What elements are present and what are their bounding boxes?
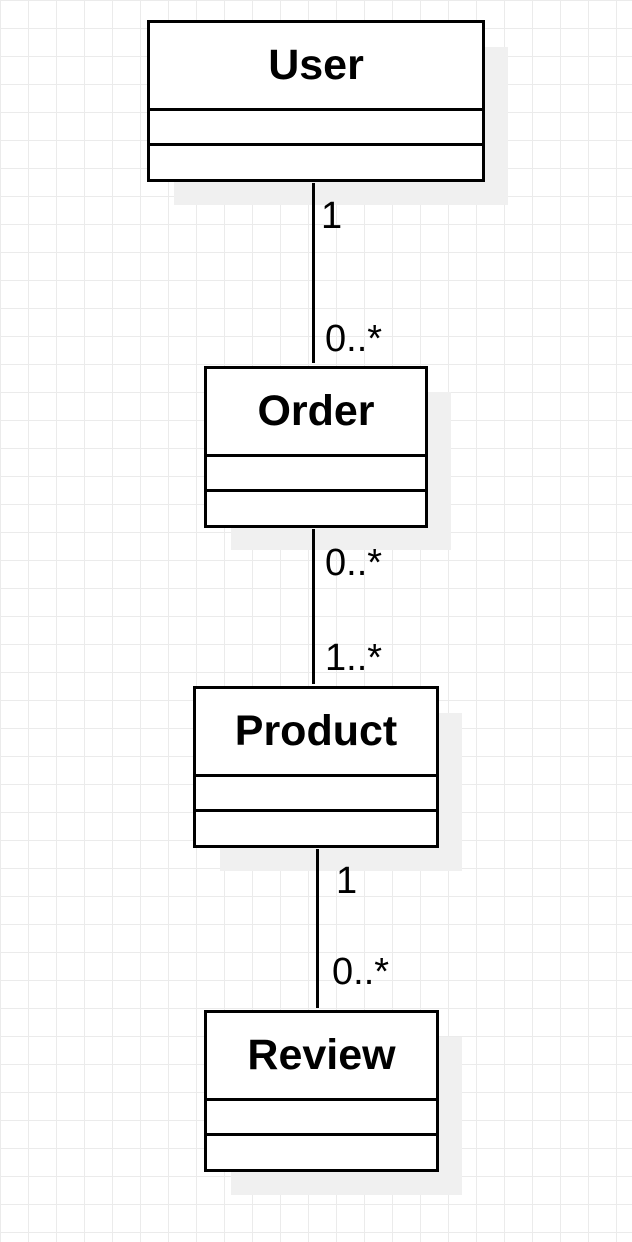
order-class[interactable]: Order (204, 366, 428, 528)
order-attributes-section[interactable] (207, 457, 425, 492)
product-attributes-section[interactable] (196, 777, 436, 812)
product-methods-section[interactable] (196, 812, 436, 845)
user-attributes-section[interactable] (150, 111, 482, 146)
product-class-name: Product (196, 689, 436, 777)
product-review-product-multiplicity: 1 (336, 860, 358, 902)
order-methods-section[interactable] (207, 492, 425, 525)
association-line-order-product[interactable] (312, 529, 315, 684)
user-order-user-multiplicity: 1 (321, 195, 343, 237)
order-class-name: Order (207, 369, 425, 457)
order-product-order-multiplicity: 0..* (325, 542, 383, 584)
association-line-user-order[interactable] (312, 183, 315, 363)
user-class[interactable]: User (147, 20, 485, 182)
review-attributes-section[interactable] (207, 1101, 436, 1136)
user-class-name: User (150, 23, 482, 111)
product-review-review-multiplicity: 0..* (332, 951, 390, 993)
user-methods-section[interactable] (150, 146, 482, 179)
review-class[interactable]: Review (204, 1010, 439, 1172)
user-order-order-multiplicity: 0..* (325, 318, 383, 360)
order-product-product-multiplicity: 1..* (325, 637, 383, 679)
review-class-name: Review (207, 1013, 436, 1101)
product-class[interactable]: Product (193, 686, 439, 848)
association-line-product-review[interactable] (316, 849, 319, 1008)
review-methods-section[interactable] (207, 1136, 436, 1169)
